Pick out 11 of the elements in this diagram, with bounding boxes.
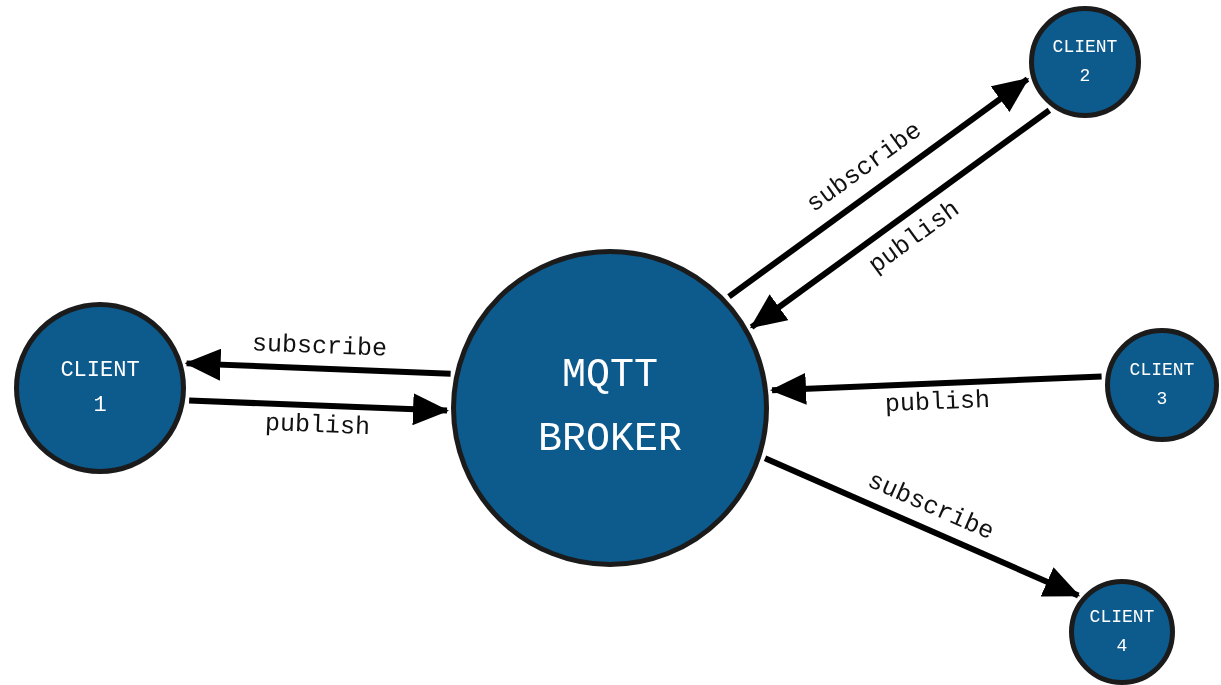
arrow: [189, 393, 449, 426]
node-label: CLIENT 4: [1088, 606, 1156, 658]
arrow: [727, 76, 1030, 299]
arrow: [770, 372, 1102, 405]
node-label: CLIENT 2: [1051, 36, 1119, 88]
arrow: [749, 107, 1052, 330]
arrow: [763, 455, 1081, 599]
arrow: [184, 348, 451, 381]
node-label: CLIENT 3: [1128, 359, 1196, 411]
node-label: CLIENT 1: [59, 356, 141, 420]
node-label: MQTT BROKER: [537, 352, 683, 464]
